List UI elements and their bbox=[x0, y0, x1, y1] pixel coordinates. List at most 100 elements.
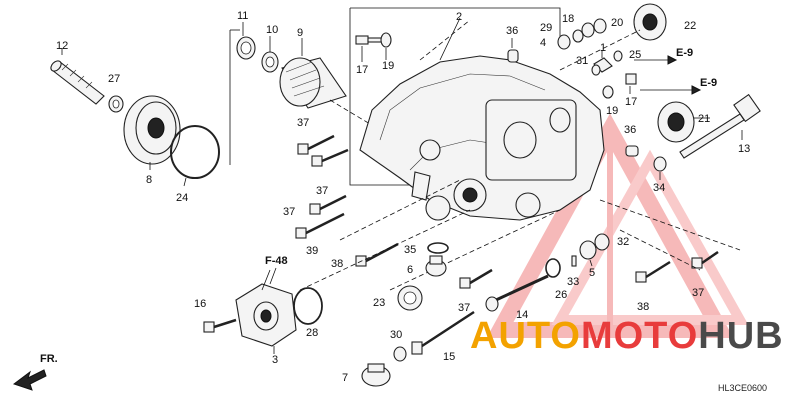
part-9-oil-filter bbox=[279, 38, 381, 131]
part-number-labels: 1234567891011121314151617171819192021222… bbox=[56, 10, 750, 384]
part-label-p26: 26 bbox=[555, 289, 567, 301]
part-12-strainer bbox=[50, 48, 105, 105]
part-8-cover bbox=[123, 95, 181, 170]
part-label-p17a: 17 bbox=[356, 64, 368, 76]
part-38-bolt-left bbox=[355, 242, 399, 267]
part-28-o-ring bbox=[293, 287, 323, 325]
part-37-bolt-a bbox=[297, 134, 335, 155]
part-7-plug bbox=[361, 363, 391, 387]
part-32-seal bbox=[594, 233, 610, 251]
part-label-p32: 32 bbox=[617, 236, 629, 248]
part-label-p37b: 37 bbox=[316, 185, 328, 197]
part-label-p31: 31 bbox=[576, 55, 588, 67]
svg-text:AUTOMOTOHUB: AUTOMOTOHUB bbox=[470, 315, 784, 357]
part-label-p37d: 37 bbox=[458, 302, 470, 314]
part-39-bolt bbox=[295, 212, 345, 239]
part-label-p38a: 38 bbox=[331, 258, 343, 270]
part-5-gear bbox=[579, 240, 597, 267]
part-26-o-ring bbox=[545, 258, 561, 278]
diagram-code: HL3CE0600 bbox=[718, 383, 767, 393]
watermark-hub: HUB bbox=[698, 315, 783, 357]
part-17-bolt-top bbox=[355, 35, 385, 62]
part-19-washer-right bbox=[602, 85, 614, 99]
part-label-p12: 12 bbox=[56, 40, 68, 52]
part-label-p19b: 19 bbox=[606, 105, 618, 117]
part-35-o-ring bbox=[427, 242, 449, 254]
assembly-guide-lines bbox=[299, 179, 741, 291]
part-10-ring bbox=[261, 36, 279, 73]
part-3-pump bbox=[235, 269, 297, 354]
part-label-p20: 20 bbox=[611, 17, 623, 29]
reference-labels: E-9 E-9 F-48 bbox=[265, 47, 717, 285]
part-label-p37e: 37 bbox=[692, 287, 704, 299]
part-6-screen bbox=[425, 255, 447, 277]
part-label-p1: 1 bbox=[600, 42, 606, 54]
part-label-p37a: 37 bbox=[297, 117, 309, 129]
part-label-p38b: 38 bbox=[637, 301, 649, 313]
part-label-p10: 10 bbox=[266, 24, 278, 36]
ref-f48[interactable]: F-48 bbox=[265, 255, 288, 267]
part-label-p23: 23 bbox=[373, 297, 385, 309]
watermark-logo: AUTOMOTOHUB bbox=[470, 315, 784, 357]
part-label-p34: 34 bbox=[653, 182, 665, 194]
part-18-washer bbox=[581, 22, 595, 38]
part-label-p8: 8 bbox=[146, 174, 152, 186]
part-36-dowel-top bbox=[507, 38, 519, 63]
part-31-washer bbox=[591, 64, 601, 76]
part-label-p14: 14 bbox=[516, 309, 528, 321]
part-label-p2: 2 bbox=[456, 11, 462, 23]
part-label-p3: 3 bbox=[272, 354, 278, 366]
part-label-p5: 5 bbox=[589, 267, 595, 279]
part-25-washer bbox=[613, 50, 623, 62]
part-37-bolt-b bbox=[311, 148, 349, 167]
part-label-p29: 29 bbox=[540, 22, 552, 34]
part-27-washer bbox=[108, 95, 124, 113]
part-37-bolt-d bbox=[459, 268, 493, 289]
part-24-o-ring bbox=[170, 125, 220, 187]
part-label-p36a: 36 bbox=[506, 25, 518, 37]
part-label-p22: 22 bbox=[684, 20, 696, 32]
part-label-p16: 16 bbox=[194, 298, 206, 310]
part-label-p19a: 19 bbox=[382, 60, 394, 72]
part-label-p30: 30 bbox=[390, 329, 402, 341]
part-13-dipstick bbox=[679, 93, 761, 159]
part-21-bearing bbox=[657, 101, 710, 143]
part-label-p11: 11 bbox=[237, 10, 248, 22]
front-arrow-label: FR. bbox=[40, 353, 58, 365]
part-label-p24: 24 bbox=[176, 192, 188, 204]
part-30-washer bbox=[393, 346, 407, 362]
part-38-bolt-right bbox=[635, 260, 671, 283]
part-label-p13: 13 bbox=[738, 143, 750, 155]
part-label-p39: 39 bbox=[306, 245, 318, 257]
part-4-seal bbox=[557, 34, 571, 50]
part-label-p27: 27 bbox=[108, 73, 120, 85]
part-29-ring bbox=[572, 29, 584, 43]
part-label-p25: 25 bbox=[629, 49, 641, 61]
part-label-p18: 18 bbox=[562, 13, 574, 25]
part-label-p17b: 17 bbox=[625, 96, 637, 108]
part-label-p6: 6 bbox=[407, 264, 413, 276]
part-11-seal bbox=[236, 22, 256, 60]
part-label-p7: 7 bbox=[342, 372, 348, 384]
part-19-washer-top bbox=[380, 32, 392, 60]
part-36-dowel-right bbox=[625, 145, 639, 157]
ref-e9-top[interactable]: E-9 bbox=[676, 47, 693, 59]
part-37-bolt-c bbox=[309, 194, 347, 215]
part-20-ring bbox=[593, 18, 607, 34]
part-label-p15: 15 bbox=[443, 351, 455, 363]
part-label-p33: 33 bbox=[567, 276, 579, 288]
part-37-bolt-e bbox=[691, 250, 719, 269]
part-16-bolt bbox=[203, 318, 237, 333]
watermark-auto: AUTO bbox=[470, 315, 581, 357]
part-label-p36b: 36 bbox=[624, 124, 636, 136]
ref-e9-right[interactable]: E-9 bbox=[700, 77, 717, 89]
part-22-bearing-top bbox=[559, 3, 667, 71]
front-direction-arrow: FR. bbox=[12, 353, 58, 391]
part-14-shaft bbox=[485, 274, 549, 312]
part-label-p28: 28 bbox=[306, 327, 318, 339]
part-17-bolt-right bbox=[625, 73, 637, 94]
part-label-p37c: 37 bbox=[283, 206, 295, 218]
part-15-bolt bbox=[411, 310, 475, 355]
